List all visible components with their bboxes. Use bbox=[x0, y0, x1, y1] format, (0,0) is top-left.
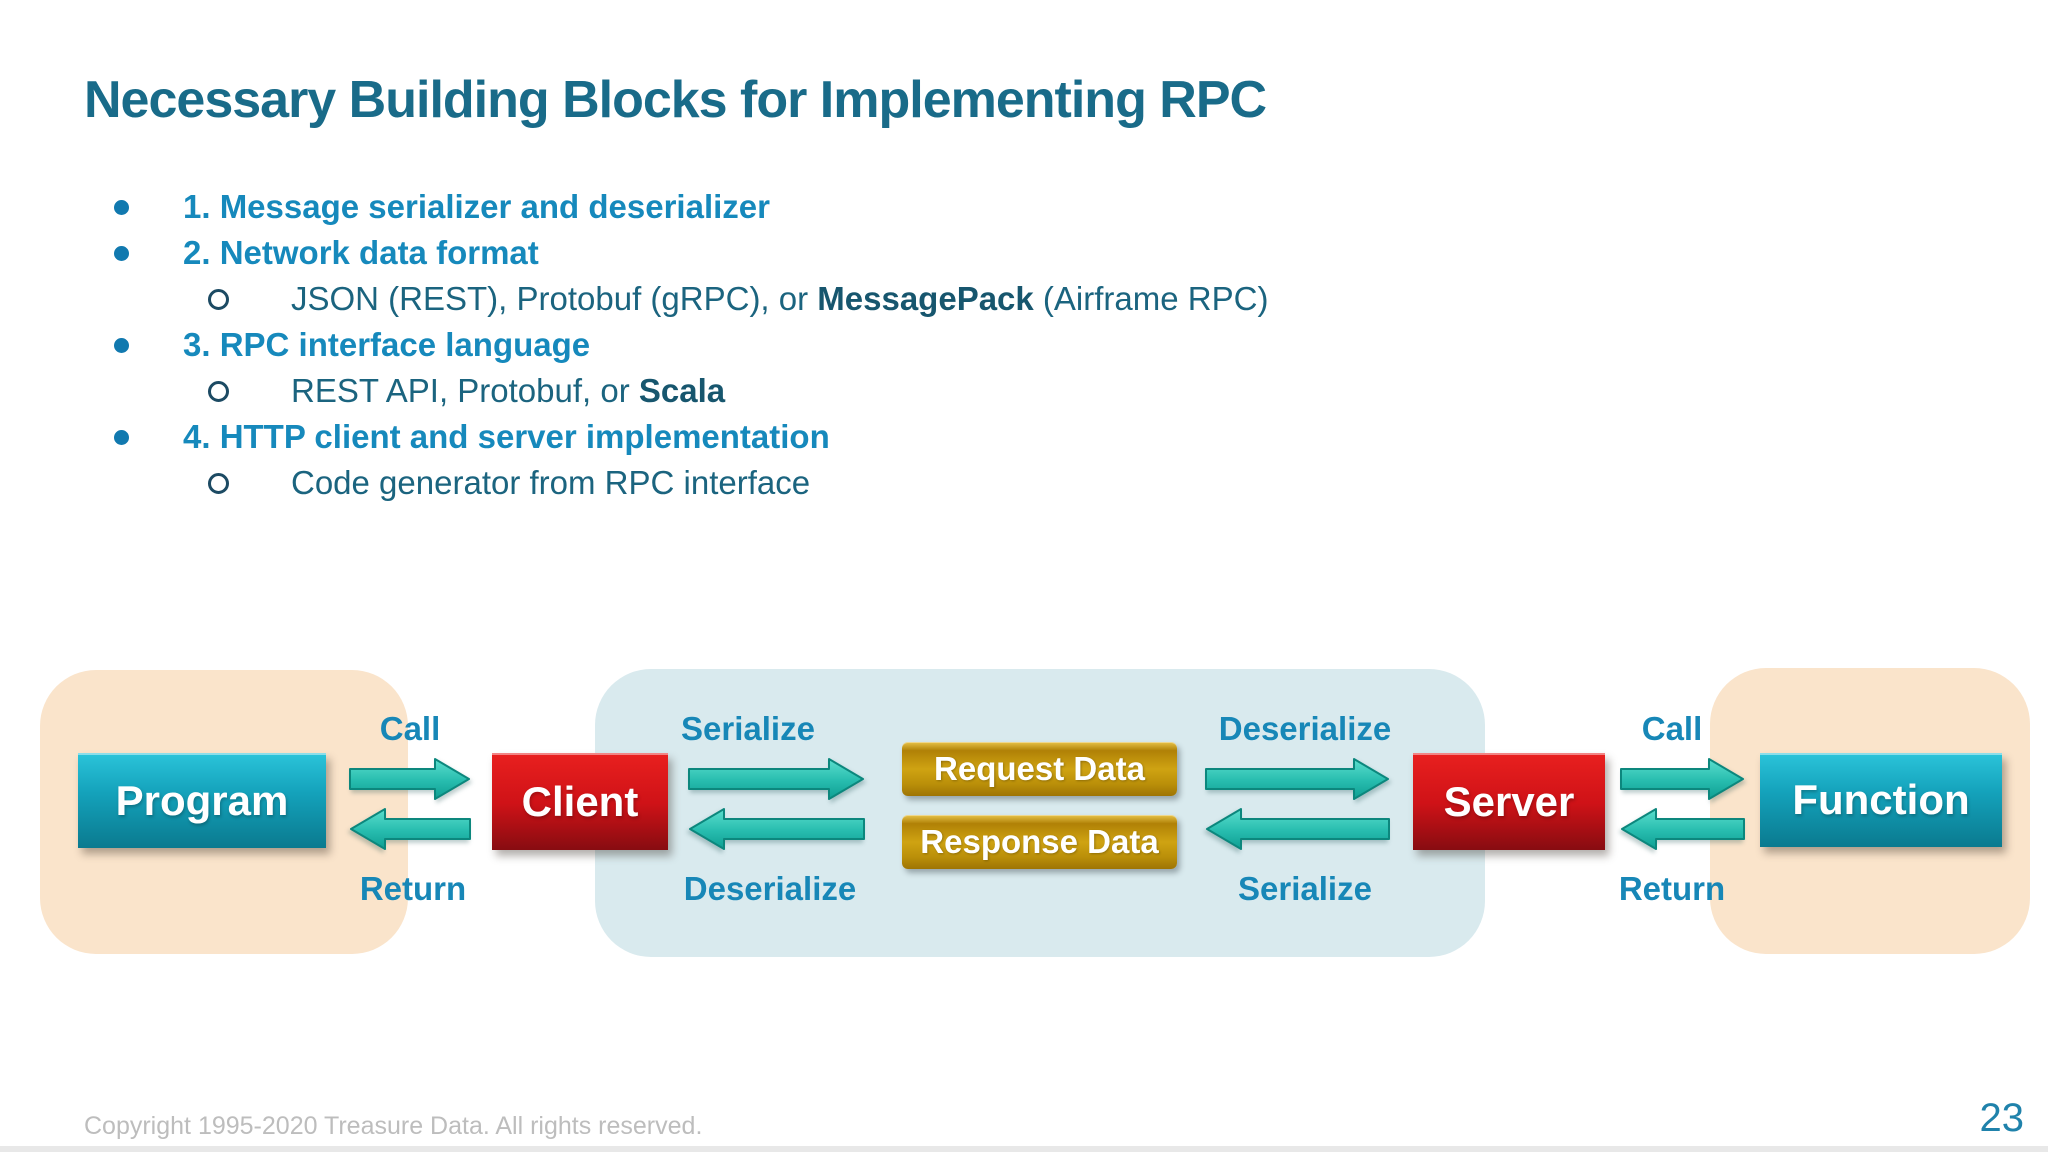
bullet-icon bbox=[114, 245, 129, 261]
list-subitem-label: REST API, Protobuf, or Scala bbox=[291, 372, 725, 410]
label-serialize: Serialize bbox=[1238, 870, 1372, 907]
list-subitem: JSON (REST), Protobuf (gRPC), or Message… bbox=[0, 276, 1500, 322]
arrow-left-icon bbox=[1206, 808, 1390, 850]
label-return: Return bbox=[1618, 870, 1726, 907]
network-transport-panel bbox=[595, 669, 1485, 957]
arrow-right-icon bbox=[1205, 758, 1389, 800]
arrow-right-icon bbox=[349, 758, 470, 800]
label-serialize: Serialize bbox=[681, 710, 815, 747]
list-item-label: 1. Message serializer and deserializer bbox=[183, 188, 770, 225]
arrow-left-icon bbox=[1621, 808, 1745, 850]
bullet-icon bbox=[114, 337, 129, 353]
label-call: Call bbox=[1641, 710, 1703, 747]
bottom-edge-strip bbox=[0, 1146, 2048, 1152]
program-node: Program bbox=[78, 753, 326, 848]
list-subitem: REST API, Protobuf, or Scala bbox=[0, 368, 1500, 414]
text-run-bold: MessagePack bbox=[817, 280, 1034, 317]
arrow-right-icon bbox=[1620, 758, 1744, 800]
client-node: Client bbox=[492, 753, 668, 850]
label-deserialize: Deserialize bbox=[683, 870, 857, 907]
page-number: 23 bbox=[1979, 1096, 2025, 1140]
list-item: 3. RPC interface language bbox=[0, 322, 1500, 368]
arrow-left-icon bbox=[689, 808, 865, 850]
bullet-icon bbox=[114, 429, 129, 445]
circle-bullet-icon bbox=[208, 472, 229, 494]
request-data-box: Request Data bbox=[902, 742, 1177, 796]
page-title: Necessary Building Blocks for Implementi… bbox=[84, 71, 1267, 129]
list-subitem: Code generator from RPC interface bbox=[0, 460, 1500, 506]
label-deserialize: Deserialize bbox=[1218, 710, 1392, 747]
list-item: 2. Network data format bbox=[0, 230, 1500, 276]
bullet-icon bbox=[114, 199, 129, 215]
text-run: JSON (REST), Protobuf (gRPC), or bbox=[291, 280, 818, 317]
circle-bullet-icon bbox=[208, 288, 229, 310]
list-subitem-label: Code generator from RPC interface bbox=[291, 464, 810, 502]
bullet-list: 1. Message serializer and deserializer 2… bbox=[0, 184, 1500, 506]
label-return: Return bbox=[359, 870, 467, 907]
list-subitem-label: JSON (REST), Protobuf (gRPC), or Message… bbox=[291, 280, 1268, 318]
list-item: 1. Message serializer and deserializer bbox=[0, 184, 1500, 230]
arrow-left-icon bbox=[350, 808, 471, 850]
text-run: Code generator from RPC interface bbox=[291, 464, 811, 501]
arrow-right-icon bbox=[688, 758, 864, 800]
text-run: (Airframe RPC) bbox=[1033, 280, 1269, 317]
circle-bullet-icon bbox=[208, 380, 229, 402]
list-item-label: 2. Network data format bbox=[183, 234, 539, 271]
list-item: 4. HTTP client and server implementation bbox=[0, 414, 1500, 460]
text-run: REST API, Protobuf, or bbox=[291, 372, 639, 409]
copyright-text: Copyright 1995-2020 Treasure Data. All r… bbox=[84, 1112, 703, 1140]
response-data-box: Response Data bbox=[902, 815, 1177, 869]
text-run-bold: Scala bbox=[638, 372, 726, 409]
list-item-label: 3. RPC interface language bbox=[183, 326, 591, 363]
function-node: Function bbox=[1760, 753, 2002, 847]
label-call: Call bbox=[379, 710, 441, 747]
list-item-label: 4. HTTP client and server implementation bbox=[183, 418, 830, 455]
server-node: Server bbox=[1413, 753, 1605, 850]
